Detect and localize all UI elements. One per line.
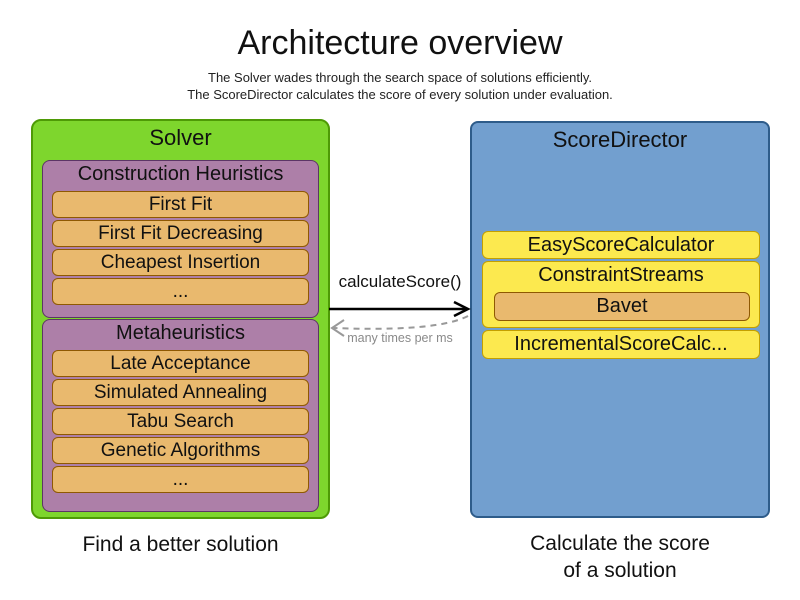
algorithm-item: Simulated Annealing <box>52 379 309 406</box>
algorithm-item-ellipsis: ... <box>52 278 309 305</box>
algorithm-item-ellipsis: ... <box>52 466 309 493</box>
metaheuristics-title: Metaheuristics <box>116 322 245 344</box>
subtitle-line-1: The Solver wades through the search spac… <box>208 70 592 85</box>
subtitle-line-2: The ScoreDirector calculates the score o… <box>187 87 613 102</box>
constraint-streams-box: ConstraintStreams Bavet <box>482 261 760 328</box>
frequency-label: many times per ms <box>347 331 453 345</box>
page-title: Architecture overview <box>237 24 563 62</box>
score-director-title: ScoreDirector <box>552 127 688 152</box>
bavet-box: Bavet <box>494 292 750 321</box>
many-times-return-arrow <box>330 315 469 337</box>
calculate-score-label: calculateScore() <box>338 272 462 291</box>
construction-heuristics-title: Construction Heuristics <box>77 163 284 185</box>
construction-heuristics-section: Construction Heuristics First Fit First … <box>42 160 319 318</box>
score-caption-line-1: Calculate the score <box>530 532 710 555</box>
constraint-streams-label: ConstraintStreams <box>538 264 704 286</box>
incremental-score-calculator-box: IncrementalScoreCalc... <box>482 330 760 359</box>
calculate-score-arrow <box>329 300 471 318</box>
score-director-box: ScoreDirector EasyScoreCalculator Constr… <box>470 121 770 518</box>
score-director-caption: Calculate the score of a solution <box>470 530 770 584</box>
solver-title: Solver <box>149 125 212 150</box>
algorithm-item: First Fit Decreasing <box>52 220 309 247</box>
solver-caption: Find a better solution <box>82 533 279 556</box>
algorithm-item: Late Acceptance <box>52 350 309 377</box>
algorithm-item: Cheapest Insertion <box>52 249 309 276</box>
diagram-header: Architecture overview The Solver wades t… <box>0 24 800 103</box>
easy-score-calculator-box: EasyScoreCalculator <box>482 231 760 259</box>
algorithm-item: Genetic Algorithms <box>52 437 309 464</box>
algorithm-item: First Fit <box>52 191 309 218</box>
score-caption-line-2: of a solution <box>563 559 677 582</box>
metaheuristics-section: Metaheuristics Late Acceptance Simulated… <box>42 319 319 512</box>
arrows-graphic <box>329 300 471 337</box>
solver-box: Solver Construction Heuristics First Fit… <box>31 119 330 519</box>
algorithm-item: Tabu Search <box>52 408 309 435</box>
